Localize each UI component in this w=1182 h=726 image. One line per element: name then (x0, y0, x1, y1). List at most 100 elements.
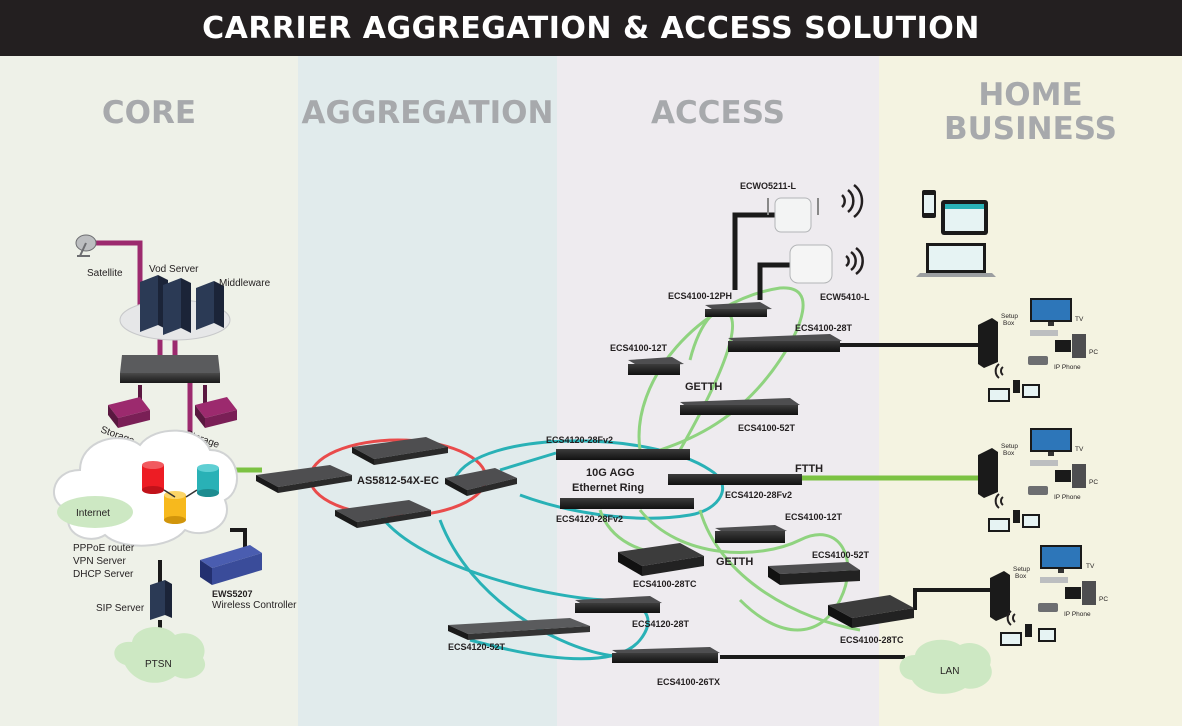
zone-access: ACCESS (557, 56, 879, 726)
ews-desc-label: Wireless Controller (212, 600, 297, 611)
middleware-server-icon (196, 281, 224, 330)
lan-cloud (899, 639, 992, 694)
ecw5410-label: ECW5410-L (820, 292, 870, 302)
wifi-signal-icon-top (841, 184, 864, 218)
ring-label-2: Ethernet Ring (572, 482, 644, 494)
getth-bot-label: GETTH (716, 556, 753, 568)
agg-switch-top-icon (352, 437, 448, 465)
home-set-2: Setup Box TV PC IP Phone (978, 428, 1098, 532)
storage-right-icon (195, 397, 237, 428)
wifi-signal-icon-mid (845, 246, 864, 276)
link-teal-26tx (438, 519, 616, 658)
ap-outdoor-icon (767, 197, 819, 233)
middleware-label: Middleware (219, 278, 271, 289)
wireless-controller-icon (200, 545, 262, 585)
ecs4120-52t-label: ECS4120-52T (448, 642, 506, 652)
ip-phone-icon (1038, 603, 1058, 612)
ecs4120-28fv2-c-label: ECS4120-28Fv2 (556, 514, 623, 524)
ecs4100-52t-bot-label: ECS4100-52T (812, 550, 870, 560)
zone-core: CORE (0, 56, 298, 726)
ip-phone-label: IP Phone (1054, 364, 1081, 371)
zone-label-access: ACCESS (651, 95, 785, 131)
link-green-bot-1 (638, 509, 850, 632)
tv-icon (1040, 545, 1082, 573)
dhcp-server-label: DHCP Server (73, 569, 134, 580)
laptop-icon (916, 243, 996, 277)
setup-box-icon (1030, 330, 1058, 336)
agg-switch-right-icon (445, 468, 517, 496)
ecs4120-28fv2-c-icon (560, 498, 694, 509)
access-devices: ECWO5211-L ECW5410-L ECS4100-12PH (546, 181, 914, 687)
ecs4100-28tc-right-icon (828, 595, 914, 628)
ecs4100-28tc-left-icon (618, 543, 704, 576)
wifi-home-icon-2 (994, 493, 1004, 509)
as5812-label: AS5812-54X-EC (357, 475, 439, 487)
agg-switch-left-icon (256, 465, 352, 493)
ip-phone-icon (1028, 356, 1048, 365)
core-switch-icon (120, 355, 220, 383)
page-title: CARRIER AGGREGATION & ACCESS SOLUTION (202, 10, 980, 46)
ecs4120-28fv2-b-icon (668, 474, 802, 485)
ecs4120-28t-icon (575, 596, 662, 613)
setup-box-icon (1040, 577, 1068, 583)
satellite-label: Satellite (87, 268, 123, 279)
setup-box-tower-icon (978, 448, 998, 498)
pppoe-router-label: PPPoE router (73, 543, 135, 554)
ecs4120-28fv2-a-icon (556, 449, 690, 460)
smartphone-icon (922, 190, 936, 218)
sip-server-label: SIP Server (96, 603, 145, 614)
home-set-1: Setup Box TV PC IP Phone (978, 298, 1098, 402)
ecs4100-12t-top-icon (628, 357, 684, 375)
ring-label-1: 10G AGG (586, 467, 635, 479)
zone-label-core: CORE (101, 95, 197, 131)
link-storage (138, 385, 207, 405)
lan-label: LAN (940, 666, 959, 677)
ecs4120-28fv2-b-label: ECS4120-28Fv2 (725, 490, 792, 500)
ecs4100-52t-bot-icon (768, 562, 860, 585)
pc-icon (1055, 464, 1086, 488)
mini-devices-1 (988, 380, 1040, 402)
setup-box-icon (1030, 460, 1058, 466)
tv-icon (1030, 428, 1072, 456)
setup-box-tower-icon (978, 318, 998, 368)
setup-box-label-2: Box (1003, 320, 1015, 327)
ip-phone-icon (1028, 486, 1048, 495)
link-ap-mid (757, 262, 790, 300)
pc-label: PC (1089, 349, 1098, 356)
link-28tc-home (913, 588, 990, 610)
storage-left-icon (108, 397, 150, 428)
setup-box-label-1: Setup (1001, 443, 1018, 450)
tv-label: TV (1086, 563, 1095, 570)
agg-switch-bottom-icon (335, 500, 431, 528)
sip-server-icon (150, 580, 172, 620)
home-set-3: Setup Box TV PC IP Phone (990, 545, 1108, 646)
ftth-label: FTTH (795, 463, 823, 475)
ecs4120-52t-icon (448, 618, 590, 640)
mini-devices-3 (1000, 624, 1056, 646)
ecwo5211-label: ECWO5211-L (740, 181, 797, 191)
pc-icon (1065, 581, 1096, 605)
link-agg-to-ecs4120 (499, 451, 557, 472)
ecs4100-26tx-icon (612, 647, 720, 663)
home-devices: Setup Box TV PC IP Phone (899, 190, 1108, 694)
ecs4120-28t-label: ECS4120-28T (632, 619, 690, 629)
mini-devices-2 (988, 510, 1040, 532)
pc-label: PC (1089, 479, 1098, 486)
setup-box-label-2: Box (1003, 450, 1015, 457)
zone-label-business: BUSINESS (943, 111, 1118, 147)
ecs4100-12t-bot-icon (715, 525, 787, 543)
setup-box-tower-icon (990, 571, 1010, 621)
ecs4100-12ph-icon (705, 302, 772, 317)
internet-label: Internet (76, 508, 110, 519)
link-ap-top (732, 212, 775, 290)
ptsn-label: PTSN (145, 659, 172, 670)
ap-indoor-icon (789, 244, 833, 284)
database-yellow-icon (164, 491, 186, 524)
internet-badge (57, 496, 133, 528)
ecs4100-28t-top-label: ECS4100-28T (795, 323, 853, 333)
getth-top-label: GETTH (685, 381, 722, 393)
tv-icon (1030, 298, 1072, 326)
wifi-home-icon-3 (1006, 610, 1016, 626)
link-green-top-2 (678, 308, 735, 451)
